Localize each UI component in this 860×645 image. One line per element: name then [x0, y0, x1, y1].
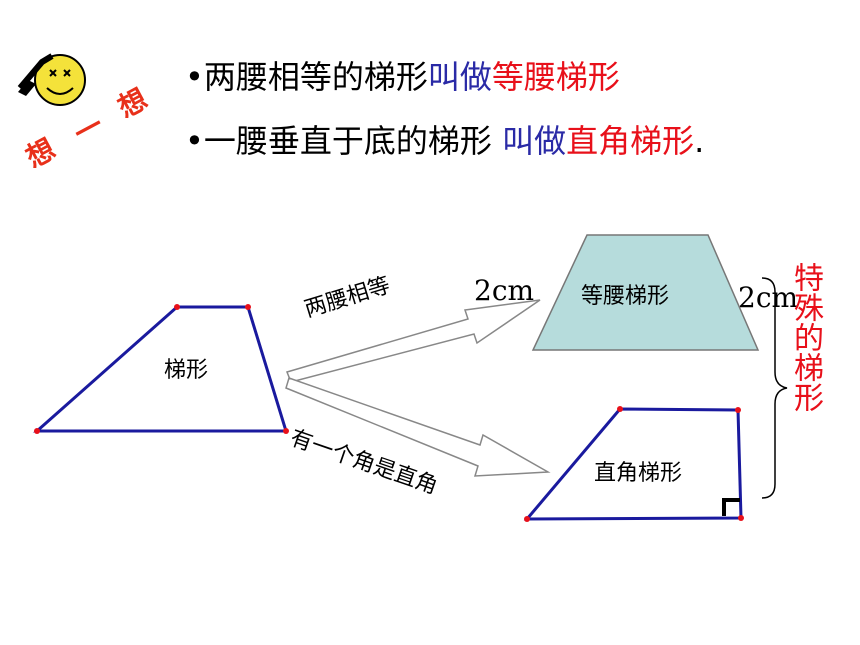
vertex-dot — [735, 407, 741, 413]
definition-text: •两腰相等的梯形 — [185, 58, 428, 96]
trapezoid-label: 梯形 — [164, 358, 209, 383]
dimension-left: 2cm — [474, 274, 535, 307]
isosceles-label: 等腰梯形 — [581, 284, 670, 309]
vertex-dot — [174, 304, 180, 310]
vertex-dot — [245, 304, 251, 310]
curly-brace — [761, 277, 788, 499]
dimension-right: 2cm — [738, 281, 799, 314]
special-trapezoid-label: 特殊的梯形 — [788, 262, 823, 412]
vertex-dot — [524, 516, 530, 522]
vertex-dot — [617, 406, 623, 412]
vertex-dot — [738, 515, 744, 521]
definition-isosceles: •两腰相等的梯形叫做等腰梯形 — [185, 52, 620, 98]
vertex-dot — [283, 428, 289, 434]
definition-keyword: 叫做 — [502, 122, 567, 160]
trapezoid-shape — [33, 305, 289, 433]
right-trapezoid-label: 直角梯形 — [594, 461, 683, 486]
definition-keyword: 叫做 — [427, 58, 492, 96]
definition-term: 等腰梯形 — [491, 58, 620, 96]
definition-right: •一腰垂直于底的梯形 叫做直角梯形. — [185, 116, 704, 162]
definition-period: . — [694, 122, 705, 160]
arrow-to-right — [285, 377, 551, 477]
isosceles-trapezoid-shape — [531, 234, 760, 351]
definition-text: •一腰垂直于底的梯形 — [185, 122, 503, 160]
vertex-dot — [34, 428, 40, 434]
right-angle-marker — [722, 498, 740, 516]
smiley-icon — [17, 53, 86, 106]
arrow-to-isosceles — [285, 299, 541, 383]
definition-term: 直角梯形 — [566, 122, 695, 160]
